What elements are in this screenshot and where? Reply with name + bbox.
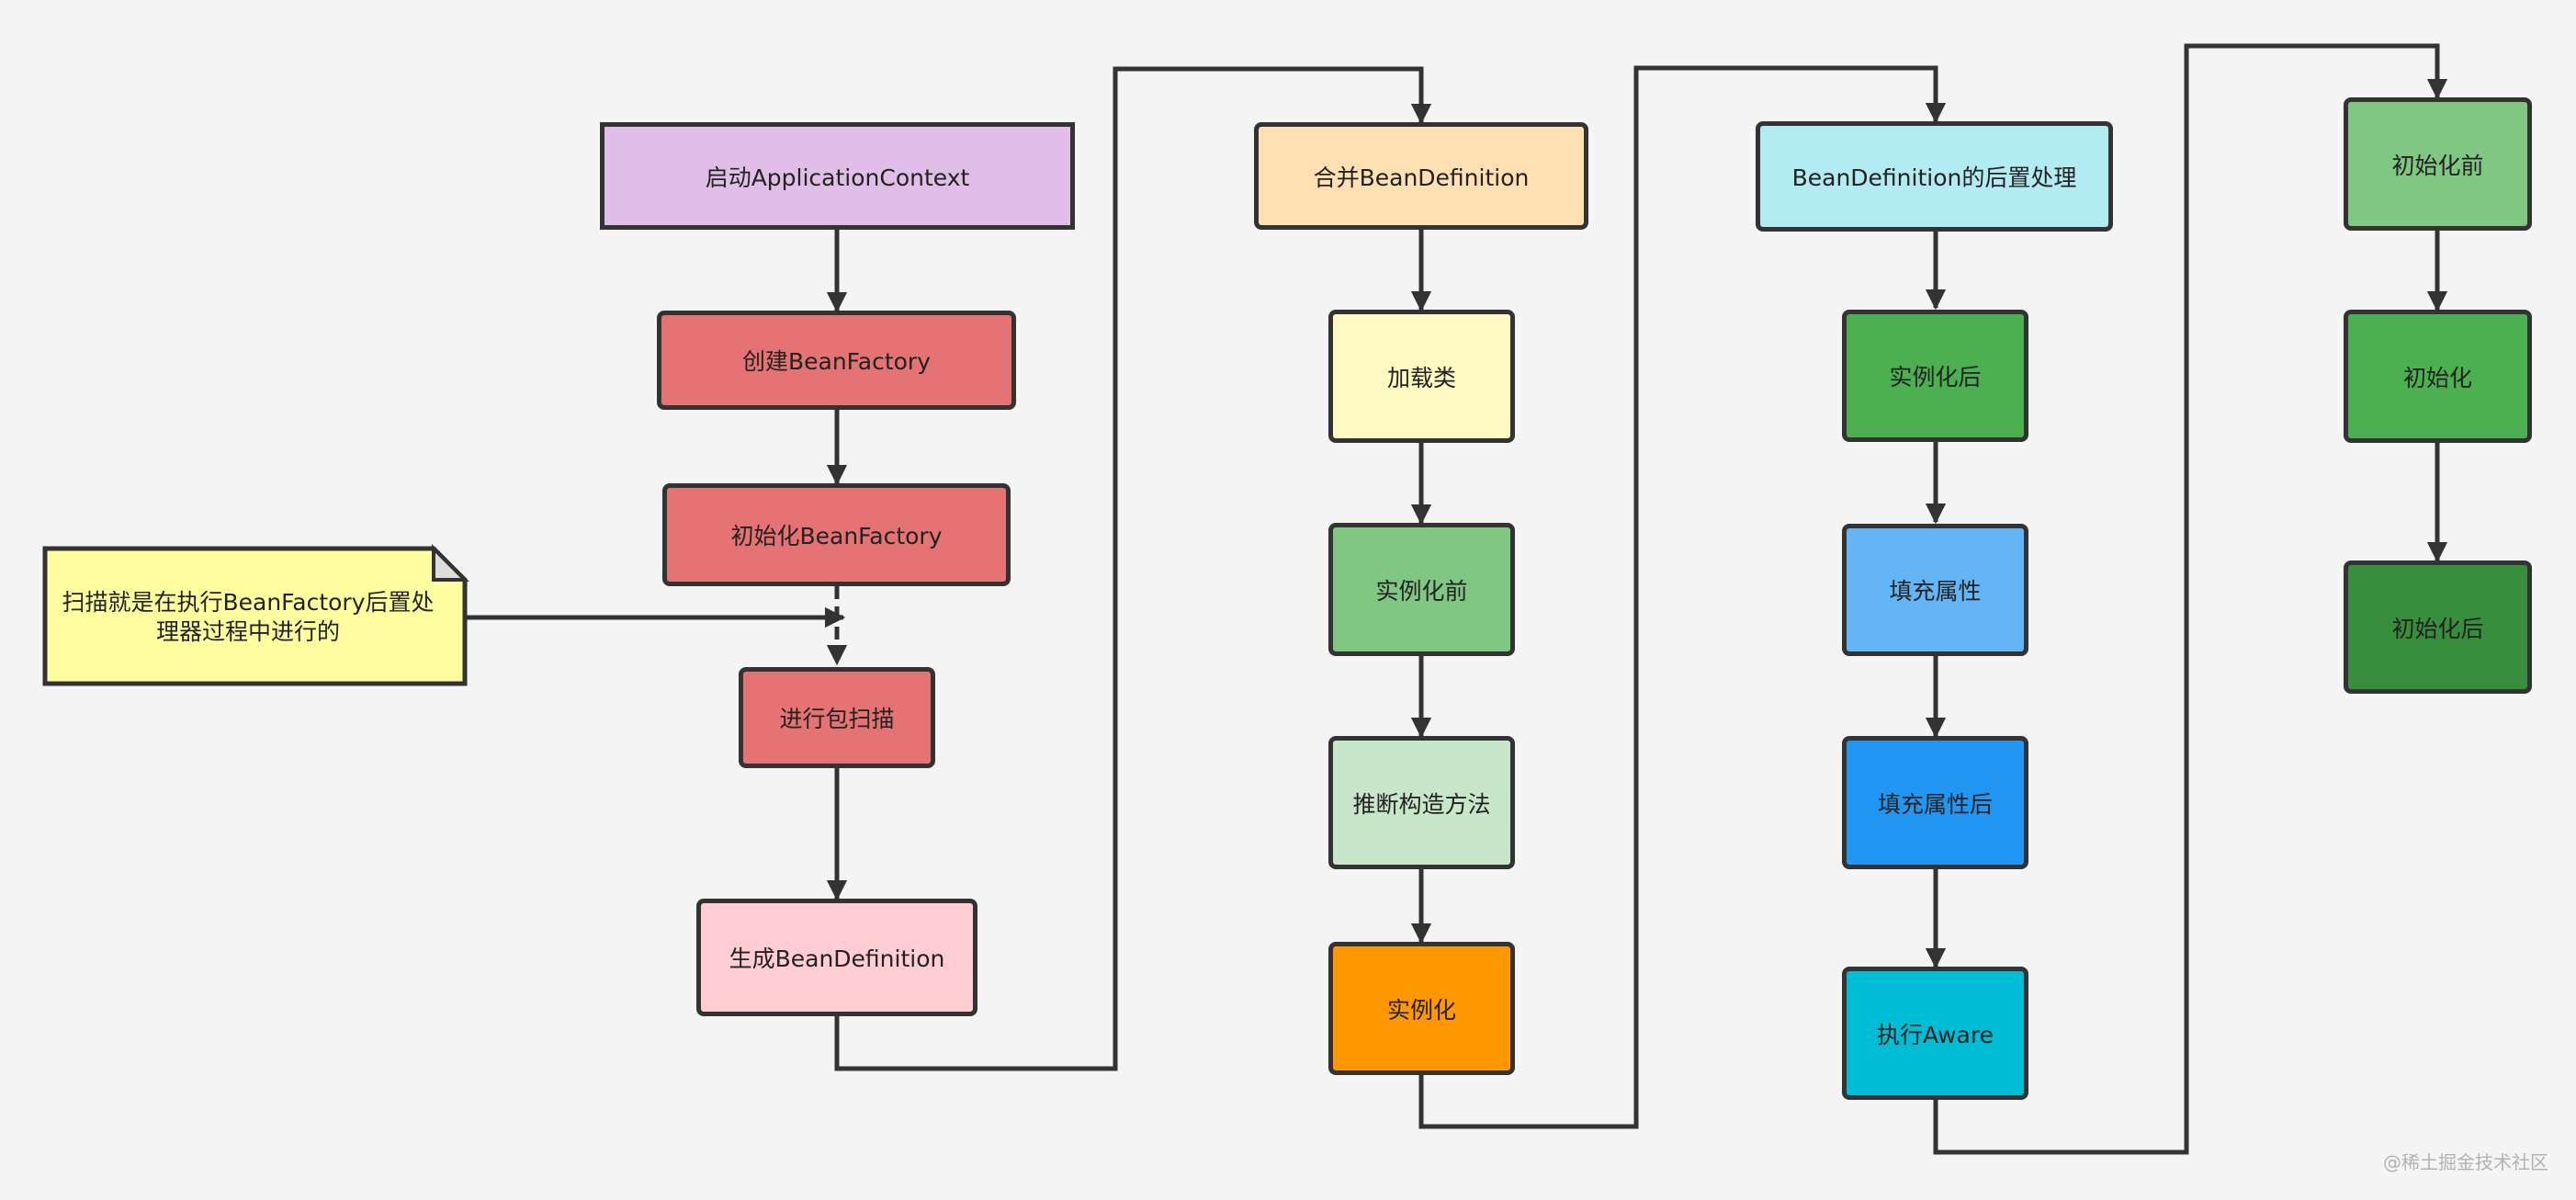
infer-constructor-node[interactable]: 推断构造方法: [1328, 736, 1515, 869]
edge-aware-to-before-init: [1933, 43, 2448, 1155]
instantiation-node[interactable]: 实例化: [1328, 942, 1515, 1075]
package-scan-node[interactable]: 进行包扫描: [739, 667, 935, 768]
edge-instantiation-to-definition-post: [1418, 65, 1947, 1129]
bean-definition-post-processing-node[interactable]: BeanDefinition的后置处理: [1756, 121, 2113, 232]
load-class-node[interactable]: 加载类: [1328, 310, 1515, 443]
merge-bean-definition-node[interactable]: 合并BeanDefinition: [1254, 122, 1588, 230]
edge-generate-to-merge: [834, 66, 1432, 1071]
scan-note: 扫描就是在执行BeanFactory后置处理器过程中进行的: [62, 589, 435, 645]
create-bean-factory-node[interactable]: 创建BeanFactory: [657, 311, 1016, 410]
start-application-context-node[interactable]: 启动ApplicationContext: [600, 122, 1075, 230]
note-shape: [42, 544, 469, 686]
fill-properties-node[interactable]: 填充属性: [1842, 524, 2028, 656]
after-initialization-node[interactable]: 初始化后: [2344, 560, 2532, 694]
initialization-node[interactable]: 初始化: [2344, 310, 2532, 443]
before-initialization-node[interactable]: 初始化前: [2344, 97, 2532, 231]
init-bean-factory-node[interactable]: 初始化BeanFactory: [662, 483, 1011, 586]
watermark: @稀土掘金技术社区: [2383, 1151, 2548, 1173]
after-instantiation-node[interactable]: 实例化后: [1842, 310, 2028, 442]
execute-aware-node[interactable]: 执行Aware: [1842, 967, 2028, 1100]
before-instantiation-node[interactable]: 实例化前: [1328, 523, 1515, 656]
after-fill-properties-node[interactable]: 填充属性后: [1842, 736, 2028, 869]
generate-bean-definition-node[interactable]: 生成BeanDefinition: [696, 899, 977, 1016]
